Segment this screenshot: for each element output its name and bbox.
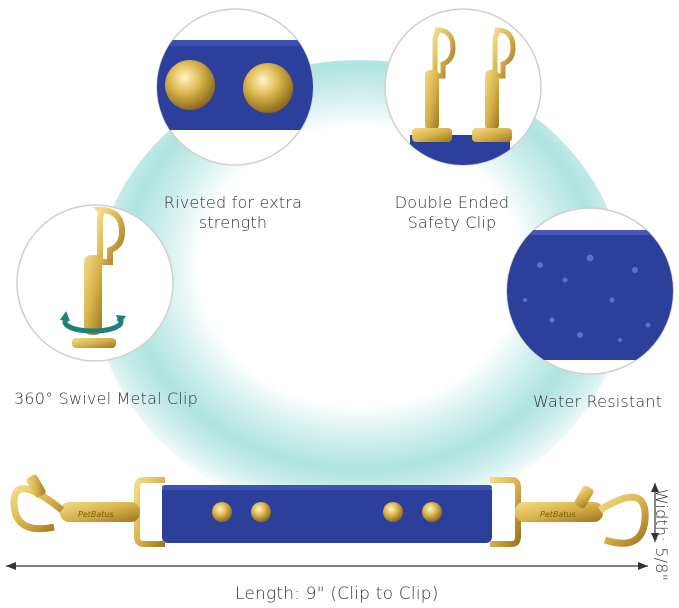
length-label: Length: 9" (Clip to Clip) [235,584,439,604]
rivet-icon [251,502,271,522]
rivet-label-line1: Riveted for extra [163,193,303,212]
d-ring-right [490,477,521,547]
rivet-icon [383,502,403,522]
rivet-detail-circle [156,8,314,166]
d-ring-left [134,477,165,547]
brand-engraving-right: PetBatus [540,510,576,519]
water-droplets [523,254,651,342]
snap-clip-right [515,485,649,547]
length-dimension-line [6,562,648,570]
rivet-icon [165,60,215,110]
double-label-line1: Double Ended [394,193,510,212]
double-clip-feature-label: Double Ended Safety Clip [392,193,512,233]
swivel-feature-label: 360° Swivel Metal Clip [14,389,199,408]
swivel-clip-detail-circle [16,204,174,362]
rivet-icon [422,502,442,522]
double-label-line2: Safety Clip [407,213,497,232]
double-clip-detail-circle [384,8,542,166]
rivet-icon [212,502,232,522]
snap-clip-icon [472,27,516,142]
background-glow [95,60,625,520]
width-dimension-line [651,483,659,542]
brand-engraving-left: PetBatus [78,510,114,519]
leash-coupler-product: PetBatus PetBatus [10,474,649,547]
rivet-label-line2: strength [198,213,268,232]
rotation-arrow-icon [60,311,126,334]
rivet-feature-label: Riveted for extra strength [158,193,308,233]
water-feature-label: Water Resistant [533,392,663,411]
strap [162,485,492,543]
snap-clip-left [10,474,140,533]
width-label: Width: 5/8" [652,488,671,582]
water-detail-circle [506,207,674,375]
snap-clip-icon [412,27,456,142]
rivet-icon [243,63,293,113]
snap-clip-icon [72,206,126,348]
